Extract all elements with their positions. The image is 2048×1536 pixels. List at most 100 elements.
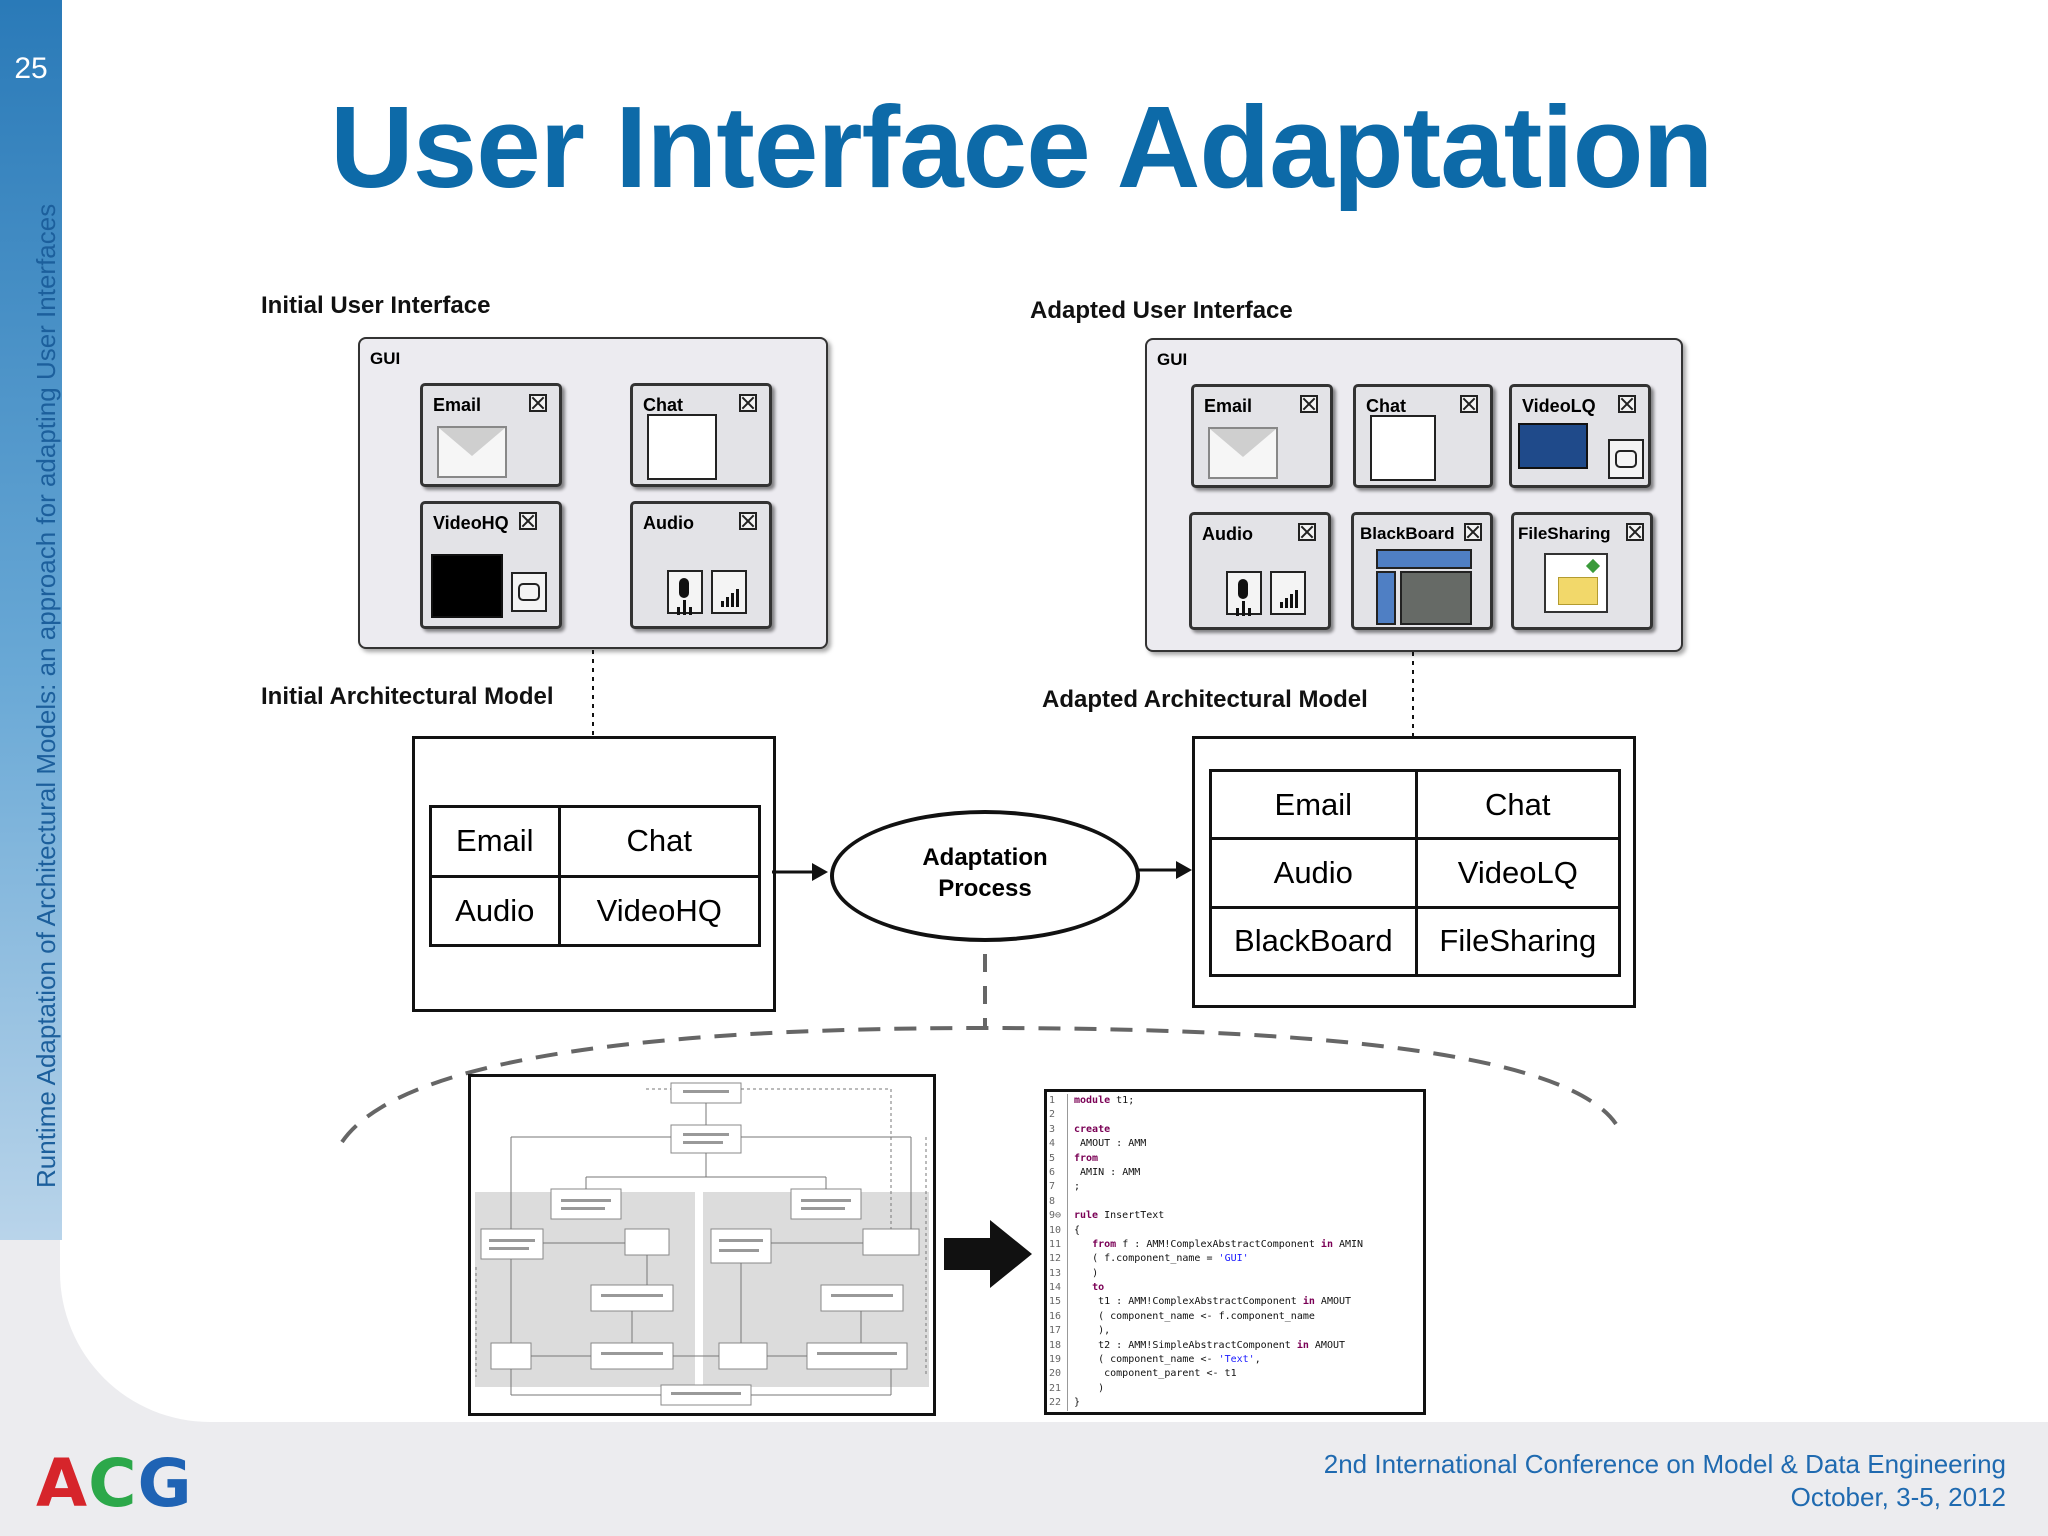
code-token [1074, 1239, 1092, 1250]
blackboard-canvas [1400, 571, 1472, 625]
code-token: } [1074, 1397, 1081, 1409]
model-cell: Audio [429, 874, 561, 947]
process-label: Adaptation Process [834, 842, 1136, 904]
code-token: { [1074, 1224, 1081, 1236]
code-token [1074, 1383, 1098, 1394]
code-token: from [1074, 1152, 1099, 1164]
code-token: AMIN [1339, 1238, 1364, 1250]
microphone-icon [667, 570, 703, 614]
adapted-model-table: Email Chat Audio VideoLQ BlackBoard File… [1209, 768, 1622, 978]
code-token: ) [1098, 1382, 1105, 1394]
model-cell: Chat [1414, 768, 1622, 841]
line-number: 11 [1047, 1237, 1068, 1253]
code-token: : [1116, 1296, 1123, 1308]
line-number: 6 [1047, 1165, 1068, 1181]
chat-area [647, 414, 717, 480]
close-icon[interactable] [1460, 395, 1478, 413]
envelope-icon [1208, 427, 1278, 479]
code-token: component_parent [1104, 1368, 1201, 1380]
widget-title: Chat [1366, 396, 1406, 416]
code-token: t2 [1098, 1339, 1111, 1351]
code-token: AMOUT [1320, 1296, 1352, 1308]
dashed-arc [340, 1025, 1618, 1144]
code-token: 'Text' [1218, 1354, 1255, 1366]
code-line: 2 [1047, 1108, 1423, 1123]
line-number: 19 [1047, 1353, 1068, 1368]
code-token: 'GUI' [1218, 1253, 1249, 1265]
code-token: ) [1092, 1267, 1099, 1279]
videolq-widget: VideoLQ [1509, 384, 1651, 488]
code-token [1074, 1354, 1098, 1365]
widget-title: BlackBoard [1360, 524, 1455, 543]
process-label-line: Adaptation [922, 844, 1048, 871]
code-token: f [1122, 1238, 1129, 1250]
code-token: AMM [1128, 1138, 1147, 1150]
code-token: AMM!ComplexAbstractComponent [1128, 1296, 1297, 1308]
code-token: <- [1200, 1310, 1213, 1322]
chat-widget: Chat [630, 383, 772, 487]
code-token [1074, 1282, 1092, 1293]
line-number: 1 [1047, 1094, 1068, 1109]
code-line: 3 create [1047, 1122, 1423, 1138]
close-icon[interactable] [529, 394, 547, 412]
code-line: 4 AMOUT : AMM [1047, 1137, 1423, 1152]
blackboard-widget: BlackBoard [1351, 512, 1493, 630]
close-icon[interactable] [1464, 523, 1482, 541]
code-token: to [1092, 1282, 1105, 1294]
code-line: 11 from f : AMM!ComplexAbstractComponent… [1047, 1237, 1423, 1253]
line-number: 16 [1047, 1309, 1068, 1325]
widget-title: Email [433, 395, 482, 415]
code-token: , [1254, 1354, 1261, 1366]
footer-conference: 2nd International Conference on Model & … [1323, 1449, 2006, 1479]
code-token: AMM [1122, 1166, 1141, 1178]
close-icon[interactable] [739, 394, 757, 412]
close-icon[interactable] [1618, 395, 1636, 413]
close-icon[interactable] [739, 512, 757, 530]
code-token: module [1074, 1095, 1111, 1106]
adapted-gui-panel: GUI Email Chat VideoLQ Audio BlackBoard … [1145, 338, 1683, 652]
close-icon[interactable] [1626, 523, 1644, 541]
code-token: ), [1098, 1325, 1111, 1337]
email-widget: Email [420, 383, 562, 487]
code-token: ( [1098, 1310, 1105, 1322]
code-token [1074, 1253, 1092, 1264]
widget-title: Email [1204, 396, 1253, 416]
footer: 2nd International Conference on Model & … [1324, 1448, 2006, 1514]
code-line: 10 { [1047, 1223, 1423, 1238]
chat-widget: Chat [1353, 384, 1493, 488]
code-token [1074, 1296, 1098, 1307]
widget-title: Audio [643, 513, 694, 533]
close-icon[interactable] [1298, 523, 1316, 541]
model-cell: FileSharing [1414, 905, 1622, 978]
code-token [1074, 1368, 1104, 1379]
line-number: 3 [1047, 1122, 1068, 1138]
code-token [1074, 1311, 1098, 1322]
code-token: from [1092, 1238, 1117, 1250]
code-line: 7; [1047, 1180, 1423, 1195]
adapted-architectural-model: Email Chat Audio VideoLQ BlackBoard File… [1192, 736, 1636, 1008]
code-token: t1; [1116, 1095, 1135, 1106]
line-number: 10 [1047, 1223, 1068, 1238]
videohq-widget: VideoHQ [420, 501, 562, 629]
code-token: t1 [1098, 1296, 1111, 1308]
close-icon[interactable] [519, 512, 537, 530]
line-number: 8 [1047, 1194, 1068, 1210]
line-number: 15 [1047, 1295, 1068, 1310]
line-number: 18 [1047, 1338, 1068, 1354]
close-icon[interactable] [1300, 395, 1318, 413]
code-token: f.component_name [1104, 1253, 1201, 1265]
code-token: component_name [1110, 1310, 1195, 1322]
widget-title: Audio [1202, 524, 1253, 544]
logo-letter: A [36, 1445, 89, 1522]
line-number: 20 [1047, 1367, 1068, 1382]
code-token: in [1302, 1296, 1315, 1308]
line-number: 9⊖ [1047, 1209, 1068, 1224]
line-number: 17 [1047, 1324, 1068, 1339]
code-line: 19 ( component_name <- 'Text', [1047, 1353, 1423, 1368]
widget-title: VideoLQ [1522, 396, 1596, 416]
code-token: create [1074, 1123, 1111, 1135]
code-line: 17 ), [1047, 1324, 1423, 1339]
